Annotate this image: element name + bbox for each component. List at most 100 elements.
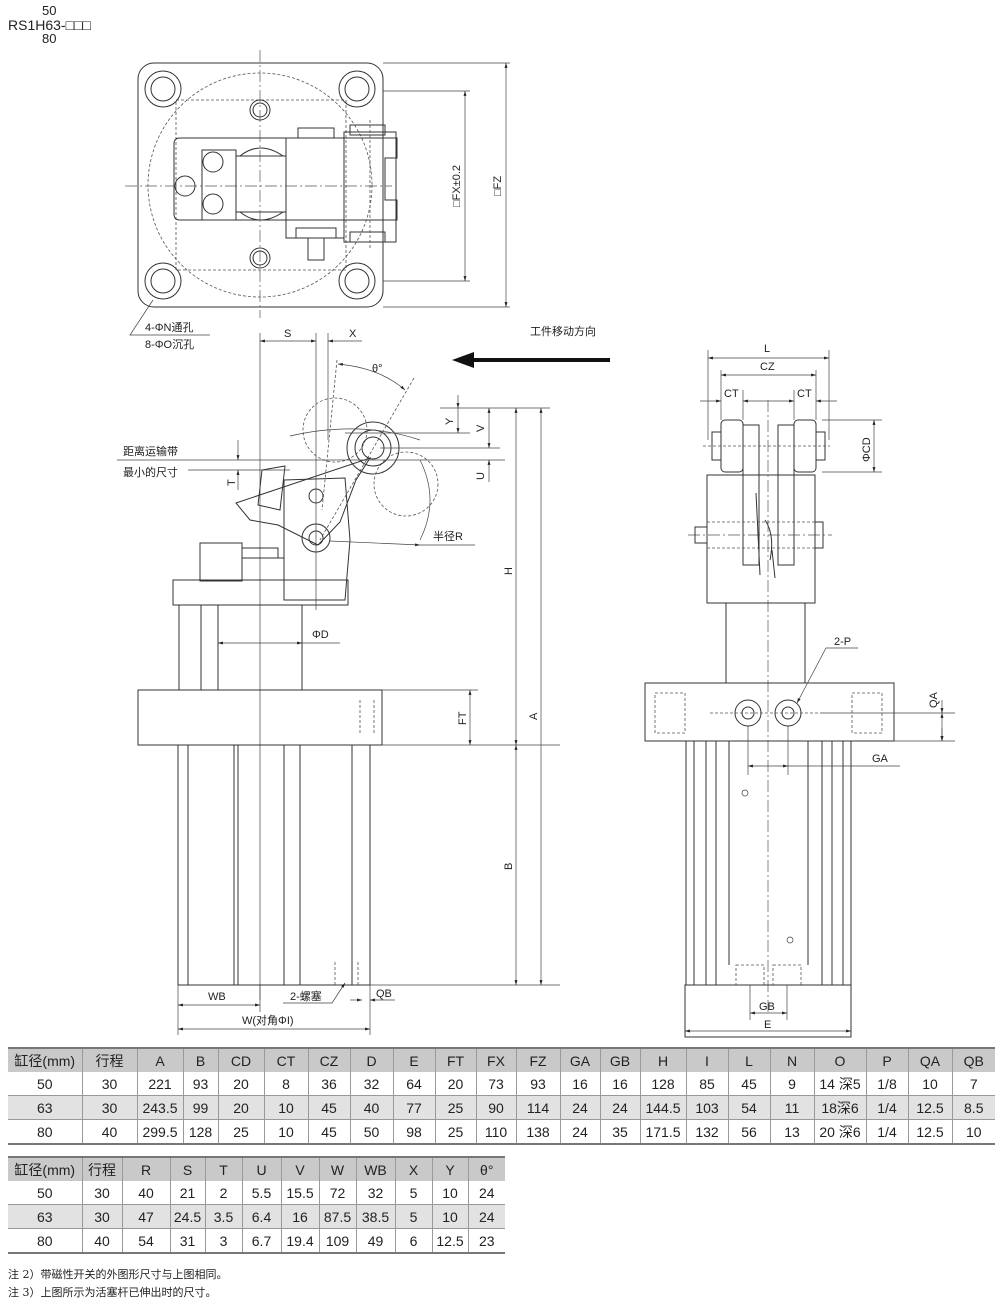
column-header: GB	[600, 1047, 641, 1072]
e-label: E	[764, 1019, 771, 1031]
column-header: D	[350, 1047, 394, 1072]
table-cell: 20	[218, 1095, 265, 1120]
table-cell: 13	[770, 1119, 815, 1145]
corner-holes	[144, 70, 376, 300]
table-cell: 72	[319, 1181, 357, 1205]
column-header: B	[183, 1047, 219, 1072]
technical-drawing: □FX±0.2 □FZ 4-ΦN通孔 8-ΦO沉孔 S X θ° 工件移动方向	[117, 50, 955, 1038]
column-header: FT	[435, 1047, 477, 1072]
table-cell: 24	[468, 1181, 505, 1205]
table-cell: 128	[640, 1072, 687, 1096]
table-cell: 45	[308, 1119, 351, 1145]
p-label: 2-P	[834, 636, 851, 648]
table-cell: 114	[516, 1095, 561, 1120]
table-cell: 11	[770, 1095, 815, 1120]
gb-label: GB	[759, 1001, 775, 1013]
table-cell: 73	[476, 1072, 517, 1096]
table-cell: 144.5	[640, 1095, 687, 1120]
table-cell: 31	[170, 1228, 206, 1254]
column-header: A	[137, 1047, 184, 1072]
table-cell: 10	[432, 1181, 469, 1205]
table-cell: 10	[952, 1119, 995, 1145]
column-header: P	[866, 1047, 909, 1072]
u-label: U	[475, 472, 487, 480]
table-cell: 128	[183, 1119, 219, 1145]
column-header: QA	[908, 1047, 953, 1072]
direction-arrow-icon	[452, 352, 610, 368]
ct-right-label: CT	[797, 388, 812, 400]
column-header: WB	[356, 1156, 396, 1181]
column-header: S	[170, 1156, 206, 1181]
belt-label-1: 距离运输带	[123, 444, 178, 458]
table-cell: 10	[908, 1072, 953, 1096]
table-cell: 30	[82, 1204, 123, 1229]
table-cell: 8.5	[952, 1095, 995, 1120]
column-header: U	[242, 1156, 282, 1181]
table-cell: 40	[82, 1228, 123, 1254]
column-header: N	[770, 1047, 815, 1072]
table-cell: 30	[82, 1095, 138, 1120]
table-cell: 103	[686, 1095, 729, 1120]
notes: 注 2）带磁性开关的外图形尺寸与上图相同。 注 3）上图所示为活塞杆已伸出时的尺…	[8, 1266, 228, 1302]
column-header: E	[393, 1047, 436, 1072]
column-header: FX	[476, 1047, 517, 1072]
column-header: θ°	[468, 1156, 505, 1181]
column-header: GA	[560, 1047, 601, 1072]
table-cell: 299.5	[137, 1119, 184, 1145]
table-cell: 14 深5	[814, 1072, 867, 1096]
b-label: B	[503, 863, 515, 870]
w-label: W(对角ΦI)	[242, 1013, 294, 1027]
table-cell: 80	[8, 1228, 83, 1254]
ft-label: FT	[457, 711, 469, 725]
table-cell: 3.5	[205, 1204, 243, 1229]
table-cell: 6	[395, 1228, 433, 1254]
table-cell: 85	[686, 1072, 729, 1096]
table-cell: 45	[308, 1095, 351, 1120]
qa-label: QA	[928, 691, 940, 708]
cylinder-tubes	[177, 745, 371, 985]
table-cell: 138	[516, 1119, 561, 1145]
top-view: □FX±0.2 □FZ 4-ΦN通孔 8-ΦO沉孔	[125, 50, 510, 351]
table-cell: 50	[8, 1181, 83, 1205]
s-label: S	[284, 328, 291, 340]
table-cell: 8	[264, 1072, 309, 1096]
table-cell: 24.5	[170, 1204, 206, 1229]
ct-left-label: CT	[724, 388, 739, 400]
table-cell: 25	[435, 1119, 477, 1145]
column-header: H	[640, 1047, 687, 1072]
table-cell: 21	[170, 1181, 206, 1205]
table-cell: 132	[686, 1119, 729, 1145]
table-cell: 24	[560, 1095, 601, 1120]
column-header: O	[814, 1047, 867, 1072]
column-header: I	[686, 1047, 729, 1072]
column-header: W	[319, 1156, 357, 1181]
holes-n-label: 4-ΦN通孔	[145, 321, 194, 334]
d-label: ΦD	[312, 629, 329, 641]
column-header: X	[395, 1156, 433, 1181]
model-size-80: 80	[42, 31, 57, 46]
holes-o-label: 8-ΦO沉孔	[145, 338, 194, 351]
column-header: 行程	[82, 1156, 123, 1181]
table-cell: 98	[393, 1119, 436, 1145]
table-cell: 50	[350, 1119, 394, 1145]
table-cell: 10	[264, 1119, 309, 1145]
y-label: Y	[444, 417, 456, 425]
table-cell: 77	[393, 1095, 436, 1120]
table-cell: 1/8	[866, 1072, 909, 1096]
column-header: CZ	[308, 1047, 351, 1072]
table-cell: 19.4	[281, 1228, 320, 1254]
table-cell: 6.4	[242, 1204, 282, 1229]
table-cell: 54	[122, 1228, 171, 1254]
note-3: 注 3）上图所示为活塞杆已伸出时的尺寸。	[8, 1286, 217, 1299]
table-cell: 24	[600, 1095, 641, 1120]
table-cell: 9	[770, 1072, 815, 1096]
column-header: CD	[218, 1047, 265, 1072]
table-cell: 25	[435, 1095, 477, 1120]
side-view: S X θ° 工件移动方向 半径R 距离运输带 最小的尺寸 T	[117, 324, 610, 1035]
